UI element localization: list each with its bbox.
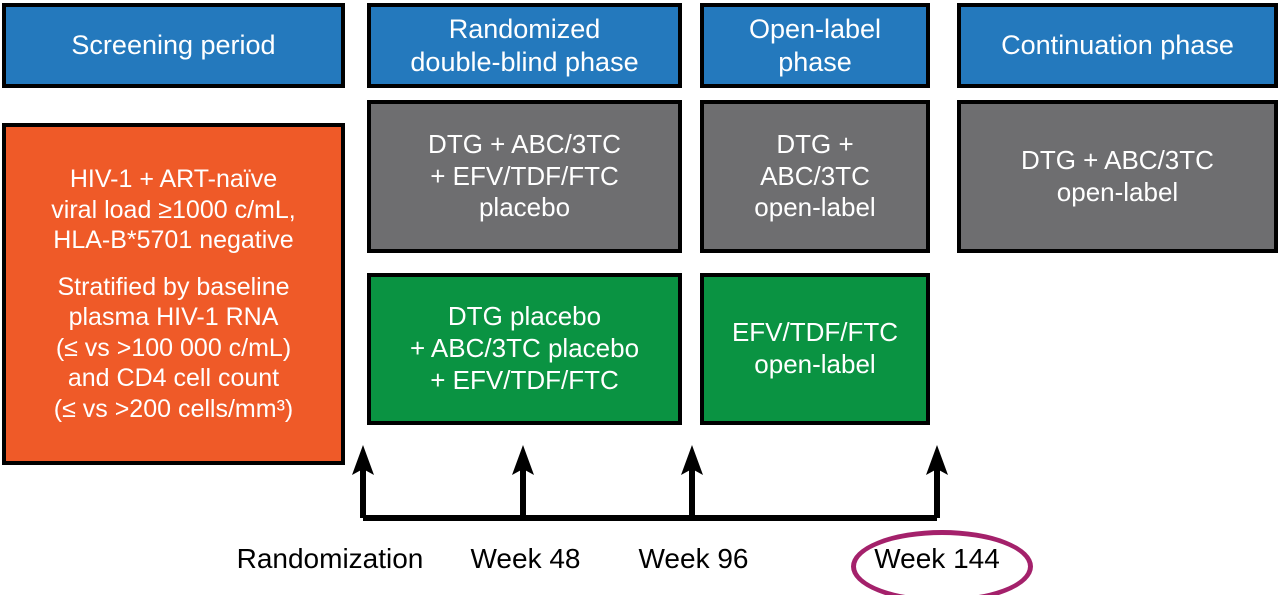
phase-header-double-blind: Randomized double-blind phase	[367, 3, 682, 88]
timeline-arrow-week-144	[926, 445, 948, 518]
timeline-label-week-48: Week 48	[470, 543, 581, 574]
eligibility-stratification-text: Stratified by baseline plasma HIV-1 RNA …	[53, 272, 294, 423]
arm-dtg-continuation: DTG + ABC/3TC open-label	[957, 100, 1278, 253]
arm-dtg-open-label: DTG + ABC/3TC open-label	[700, 100, 930, 253]
arm-efv-double-blind-label: DTG placebo + ABC/3TC placebo + EFV/TDF/…	[409, 301, 640, 395]
timeline-arrow-week-48	[512, 445, 534, 518]
timeline-arrow-week-96	[681, 445, 703, 518]
timeline-axis-graphic	[352, 445, 948, 521]
week-144-highlight-ellipse	[851, 530, 1033, 595]
phase-header-open-label: Open-label phase	[700, 3, 930, 88]
arm-dtg-double-blind-label: DTG + ABC/3TC + EFV/TDF/FTC placebo	[428, 128, 621, 223]
study-timeline: Randomization Week 48 Week 96 Week 144	[0, 430, 1280, 595]
phase-header-continuation-label: Continuation phase	[1001, 30, 1234, 61]
phase-header-open-label-label: Open-label phase	[748, 13, 882, 77]
arm-dtg-continuation-label: DTG + ABC/3TC open-label	[1021, 144, 1214, 207]
arm-efv-open-label: EFV/TDF/FTC open-label	[700, 273, 930, 425]
eligibility-inclusion-text: HIV-1 + ART-naïve viral load ≥1000 c/mL,…	[51, 165, 296, 254]
eligibility-criteria-box: HIV-1 + ART-naïve viral load ≥1000 c/mL,…	[2, 123, 345, 465]
timeline-arrow-randomization	[352, 445, 374, 518]
arm-efv-open-label-label: EFV/TDF/FTC open-label	[731, 317, 899, 379]
phase-header-double-blind-label: Randomized double-blind phase	[410, 13, 639, 77]
timeline-label-randomization: Randomization	[236, 543, 424, 574]
phase-header-screening-label: Screening period	[71, 30, 276, 61]
timeline-label-week-144: Week 144	[874, 543, 1000, 574]
arm-dtg-open-label-label: DTG + ABC/3TC open-label	[754, 128, 876, 223]
phase-header-continuation: Continuation phase	[957, 3, 1278, 88]
timeline-label-week-96: Week 96	[638, 543, 749, 574]
arm-efv-double-blind: DTG placebo + ABC/3TC placebo + EFV/TDF/…	[367, 273, 682, 425]
phase-header-screening: Screening period	[2, 3, 345, 88]
arm-dtg-double-blind: DTG + ABC/3TC + EFV/TDF/FTC placebo	[367, 100, 682, 253]
